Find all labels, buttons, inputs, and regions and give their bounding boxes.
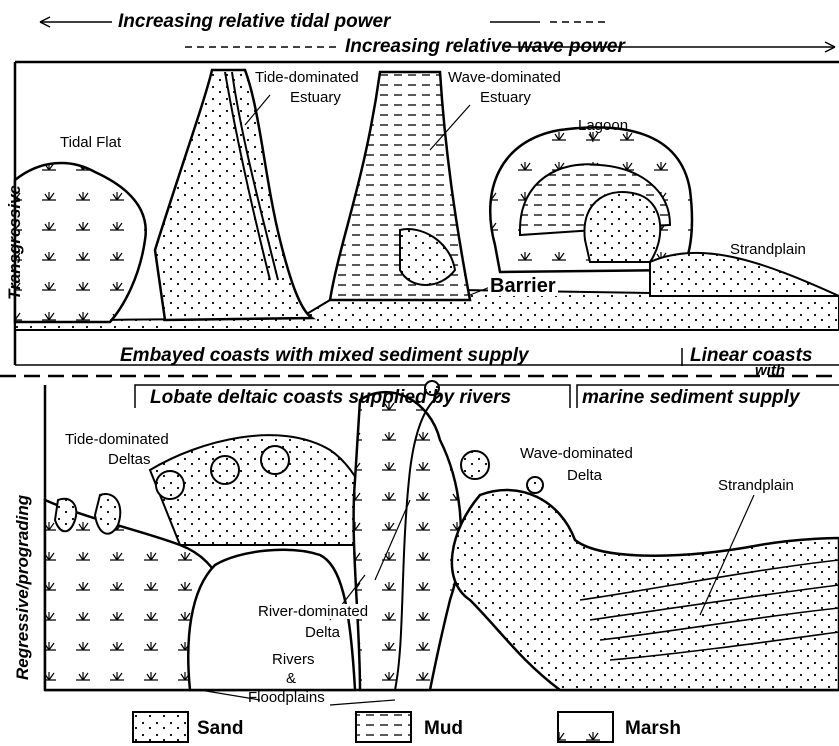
legend-marsh-label: Marsh [625,719,681,738]
tidal-flat-shape [15,163,146,322]
lagoon-label: Lagoon [578,118,628,133]
wave-estuary-label-2: Estuary [480,90,531,105]
river-delta-label-2: Delta [305,625,340,640]
lobate-deltaic-label: Lobate deltaic coasts supplied by rivers [150,388,511,407]
tide-deltas-label-2: Deltas [108,452,151,467]
marine-supply-label: marine sediment supply [582,388,800,407]
rivers-label-1: Rivers [272,652,315,667]
legend-sand-label: Sand [197,719,243,738]
river-delta-label-1: River-dominated [258,604,368,619]
barrier-label: Barrier [488,276,558,296]
transgressive-strandplain-shape [650,253,839,296]
embayed-coasts-label: Embayed coasts with mixed sediment suppl… [120,346,529,365]
legend-mud-label: Mud [424,719,463,738]
legend-sand-swatch [133,712,188,742]
linear-coasts-label: Linear coasts [690,346,813,365]
with-label: with [755,363,785,378]
tide-estuary-shape [155,70,312,320]
regressive-strandplain-label: Strandplain [718,478,794,493]
tide-estuary-label-1: Tide-dominated [255,70,359,85]
wave-estuary-label-1: Wave-dominated [448,70,561,85]
wave-power-label: Increasing relative wave power [345,37,625,56]
tide-deltas-label-1: Tide-dominated [65,432,169,447]
regressive-label: Regressive/prograding [13,495,33,680]
regressive-panel [45,381,839,690]
transgressive-panel [15,62,839,365]
tide-estuary-label-2: Estuary [290,90,341,105]
rivers-label-2: & [286,671,296,686]
legend-marsh-swatch [558,712,613,742]
wave-delta-label-1: Wave-dominated [520,446,633,461]
transgressive-strandplain-label: Strandplain [730,242,806,257]
legend-mud-swatch [356,712,411,742]
river-delta-shape [354,392,461,690]
wave-delta-label-2: Delta [567,468,602,483]
tidal-power-label: Increasing relative tidal power [118,12,390,31]
tidal-flat-label: Tidal Flat [60,135,121,150]
rivers-label-3: Floodplains [248,690,325,705]
transgressive-label: Transgressive [5,185,25,300]
